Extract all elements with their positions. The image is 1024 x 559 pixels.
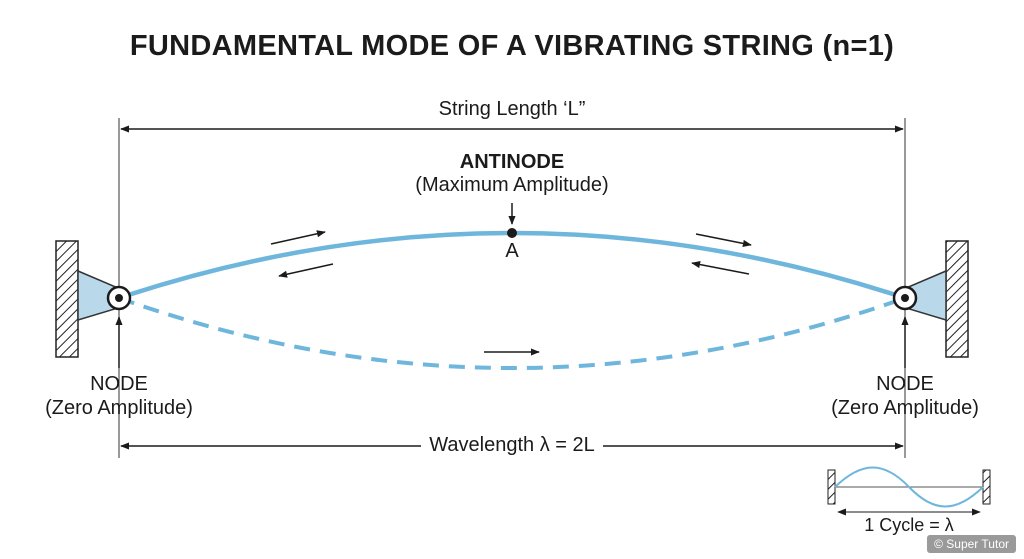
left-wall-mount	[55, 240, 119, 358]
motion-arrow-left-upper	[270, 230, 326, 245]
right-node-subtext: (Zero Amplitude)	[831, 397, 979, 419]
one-cycle-label: 1 Cycle = λ	[860, 515, 958, 535]
antinode-point	[507, 228, 517, 238]
right-wall-mount	[905, 240, 969, 358]
motion-arrow-right-lower	[691, 261, 750, 275]
motion-arrow-right-upper	[695, 233, 752, 247]
string-length-label: String Length ‘L”	[430, 98, 594, 120]
motion-arrow-left-lower	[278, 263, 334, 278]
right-node-pivot	[892, 285, 918, 311]
left-node-subtext: (Zero Amplitude)	[45, 397, 193, 419]
antinode-subtext: (Maximum Amplitude)	[415, 174, 609, 196]
left-node-pivot	[106, 285, 132, 311]
string-lower-position	[118, 296, 906, 370]
right-node-heading: NODE	[876, 373, 934, 395]
left-node-heading: NODE	[90, 373, 148, 395]
watermark: © Super Tutor	[927, 535, 1016, 553]
antinode-heading: ANTINODE	[459, 151, 565, 173]
one-cycle-inset	[827, 466, 991, 516]
antinode-point-label: A	[505, 240, 519, 262]
diagram-title: FUNDAMENTAL MODE OF A VIBRATING STRING (…	[129, 30, 895, 62]
wavelength-label: Wavelength λ = 2L	[421, 434, 603, 456]
